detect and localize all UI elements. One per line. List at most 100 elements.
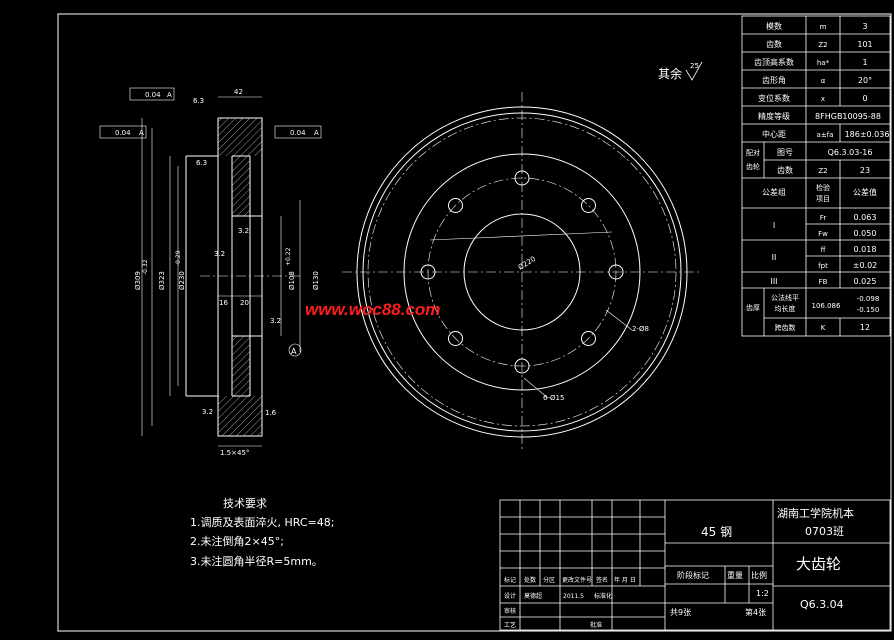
param-symbol: α	[821, 77, 826, 85]
scale-label: 比例	[751, 570, 767, 580]
param-symbol: ha*	[817, 59, 830, 67]
drawing-number: Q6.3.04	[800, 598, 844, 611]
tech-requirements: 技术要求 1.调质及表面淬火, HRC=48; 2.未注倒角2×45°; 3.未…	[190, 497, 334, 568]
side-view-labels: 42 0.04 A 0.04 A 0.04 A 6.3 6.3 3.2 3.2 …	[115, 88, 320, 457]
label-pcd: Ø220	[517, 255, 537, 272]
class: 0703班	[805, 525, 844, 538]
watermark: www.woc88.com	[305, 300, 440, 319]
tech-item-1: 1.调质及表面淬火, HRC=48;	[190, 515, 334, 529]
bolt-hole	[514, 170, 530, 186]
span-symbol: K	[821, 324, 826, 332]
pair-drawing-label: 图号	[777, 148, 793, 157]
thickness-dev-upper: -0.098	[857, 295, 880, 303]
datum-3: A	[314, 129, 319, 137]
dim-w1: 16	[219, 299, 228, 307]
accuracy-value: 8FHGB10095-88	[815, 112, 881, 121]
flatness-3: 0.04	[290, 129, 306, 137]
approve-label: 批准	[590, 621, 602, 629]
param-name: 模数	[766, 21, 782, 31]
scale-value: 1:2	[756, 589, 769, 598]
tol-value: 0.063	[854, 213, 877, 222]
tol-group: II	[772, 253, 777, 262]
param-symbol: x	[821, 95, 825, 103]
thickness-value: 106.086	[812, 302, 841, 310]
tol-value: ±0.02	[853, 261, 878, 270]
tol-header-group: 公差组	[762, 187, 786, 197]
dim-d3-tol: -0.29	[175, 250, 182, 266]
datum-2: A	[139, 129, 144, 137]
dim-d5: Ø130	[312, 271, 320, 290]
center-label: 中心距	[762, 129, 786, 139]
pair-teeth-label: 齿数	[777, 165, 793, 175]
weight-label: 重量	[727, 570, 743, 580]
center-symbol: a±fa	[817, 131, 834, 139]
dim-d2: Ø323	[158, 271, 166, 290]
param-name: 齿数	[766, 39, 782, 49]
bolt-hole	[448, 198, 463, 213]
school: 湖南工学院机本	[777, 506, 854, 520]
param-value: 0	[862, 94, 867, 103]
tol-header-item-2: 项目	[816, 195, 830, 203]
drawing-border	[57, 13, 892, 632]
flatness-2: 0.04	[115, 129, 131, 137]
bolt-hole	[581, 198, 596, 213]
dim-d1: Ø309	[134, 271, 142, 290]
title-block	[499, 499, 891, 631]
bolt-holes	[420, 170, 624, 374]
tol-item: fpt	[818, 262, 828, 270]
param-name: 齿顶高系数	[754, 57, 794, 67]
tol-group: I	[773, 221, 775, 230]
datum-marker: A	[291, 347, 297, 356]
stage-label: 阶段标记	[677, 570, 709, 580]
param-value: 20°	[858, 76, 872, 85]
pair-side-2: 齿轮	[746, 162, 760, 171]
tol-value: 0.018	[854, 245, 877, 254]
thickness-dev-lower: -0.150	[857, 306, 880, 314]
roughness-3: 3.2	[214, 250, 225, 258]
std-label: 标准化	[594, 592, 612, 600]
material: 45 钢	[701, 525, 732, 539]
dim-d3: Ø230	[178, 271, 186, 290]
parameter-table	[741, 15, 891, 337]
bolt-hole	[448, 331, 463, 346]
process-label: 工艺	[504, 621, 516, 629]
change-doc-label: 更改文件号	[562, 576, 592, 584]
dim-w2: 20	[240, 299, 249, 307]
tech-title: 技术要求	[223, 497, 267, 510]
dim-chamfer: 1.5×45°	[220, 449, 249, 457]
bolt-hole	[514, 358, 530, 374]
bolt-hole	[420, 264, 436, 280]
title-block-text: 45 钢 湖南工学院机本 0703班 大齿轮 Q6.3.04 阶段标记 重量 比…	[504, 506, 854, 629]
tol-item: Fr	[820, 214, 827, 222]
roughness-5: 3.2	[202, 408, 213, 416]
pair-side-1: 配对	[746, 148, 760, 157]
span-value: 12	[860, 323, 870, 332]
sheet-number: 第4张	[745, 607, 766, 617]
param-name: 变位系数	[758, 93, 790, 103]
design-label: 设计	[504, 592, 516, 600]
param-symbol: Z2	[818, 41, 827, 49]
span-label: 跨齿数	[775, 323, 796, 332]
pair-drawing-value: Q6.3.03-16	[828, 148, 873, 157]
param-name: 齿形角	[762, 75, 786, 85]
label-holes-2: 6-Ø15	[543, 394, 564, 402]
date-label: 年 月 日	[614, 576, 636, 584]
bolt-hole	[581, 331, 596, 346]
roughness-bottom: 1.6	[265, 409, 277, 417]
tol-header-item-1: 检验	[816, 183, 830, 192]
mark-label: 标记	[504, 576, 516, 584]
tol-group: III	[770, 277, 777, 286]
review-label: 审核	[504, 607, 516, 615]
tech-item-2: 2.未注倒角2×45°;	[190, 534, 284, 548]
param-value: 1	[862, 58, 867, 67]
tol-item: FB	[819, 278, 828, 286]
roughness-2: 3.2	[238, 227, 249, 235]
zone-label: 分区	[543, 576, 555, 584]
dim-d4: Ø108	[288, 271, 296, 290]
tol-value: 0.050	[854, 229, 877, 238]
bolt-hole	[608, 264, 624, 280]
thickness-label-2: 均长度	[775, 304, 796, 313]
